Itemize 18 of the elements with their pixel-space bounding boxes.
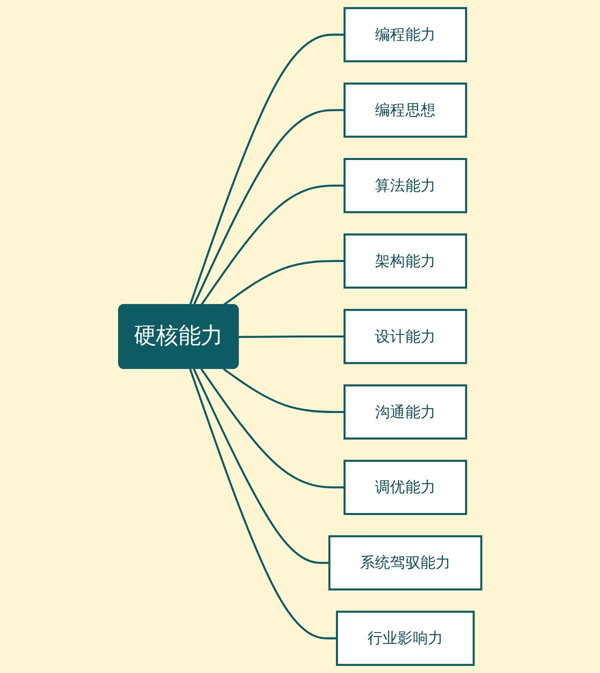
connector bbox=[238, 335, 345, 338]
connector bbox=[200, 368, 345, 488]
connector bbox=[192, 109, 345, 306]
connector bbox=[189, 34, 345, 306]
node-box: 架构能力 bbox=[344, 233, 468, 289]
node-box: 调优能力 bbox=[344, 460, 468, 515]
connector bbox=[222, 368, 345, 413]
connector bbox=[189, 368, 337, 640]
node-box: 算法能力 bbox=[344, 158, 468, 214]
node-box: 编程能力 bbox=[344, 7, 468, 62]
node-box: 编程思想 bbox=[344, 82, 468, 138]
connector bbox=[192, 368, 330, 564]
connector bbox=[200, 184, 345, 306]
node-box: 沟通能力 bbox=[344, 384, 468, 440]
node-box: 设计能力 bbox=[344, 308, 468, 364]
node-box: 系统驾驭能力 bbox=[328, 535, 482, 590]
connector bbox=[222, 260, 345, 306]
node-box: 行业影响力 bbox=[336, 610, 475, 666]
